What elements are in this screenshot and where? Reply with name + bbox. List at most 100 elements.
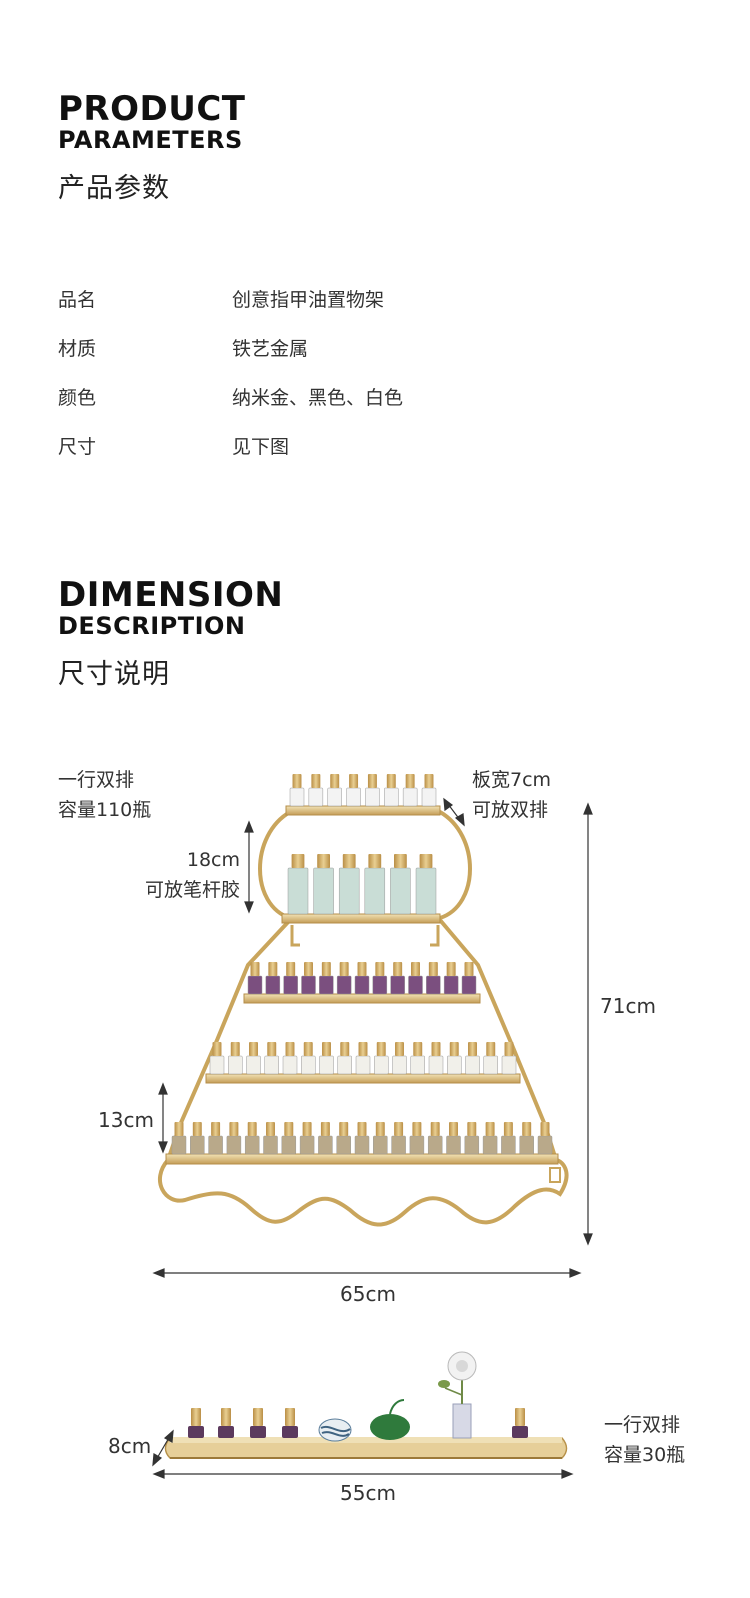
nail-polish-bottle [421, 774, 437, 807]
small-rack [152, 1351, 574, 1479]
nail-polish-bottle [465, 1042, 480, 1075]
param-value: 创意指甲油置物架 [232, 289, 385, 311]
wall-bracket-left [290, 925, 300, 947]
dimension-lines [152, 797, 593, 1278]
board-width-line2: 可放双排 [472, 799, 549, 821]
capacity-line2: 容量110瓶 [58, 799, 152, 821]
nail-polish-bottle [373, 1122, 388, 1155]
nail-polish-bottle [390, 962, 405, 995]
param-value: 铁艺金属 [232, 338, 309, 360]
dimension-title-line2: DESCRIPTION [58, 612, 246, 640]
nail-polish-bottle [283, 962, 298, 995]
nail-polish-bottle [336, 962, 352, 995]
param-row-size: 尺寸 见下图 [58, 432, 558, 481]
nail-polish-bottle [372, 962, 388, 995]
nail-polish-bottle [443, 962, 459, 995]
product-title-cn: 产品参数 [58, 173, 170, 204]
nail-polish-bottle [338, 854, 360, 915]
small-capacity-note: 一行双排 容量30瓶 [604, 1410, 685, 1470]
param-label: 尺寸 [58, 436, 97, 458]
param-row-material: 材质 铁艺金属 [58, 334, 558, 383]
product-title-en: PRODUCT PARAMETERS [58, 92, 245, 152]
nail-polish-bottle [313, 854, 334, 915]
nail-polish-bottle [446, 1122, 461, 1155]
width-label: 65cm [340, 1282, 396, 1306]
nail-polish-bottle [374, 1042, 389, 1075]
nail-polish-bottle [188, 1408, 204, 1438]
nail-polish-bottle [318, 1122, 333, 1155]
param-row-name: 品名 创意指甲油置物架 [58, 285, 558, 334]
nail-polish-bottle [308, 774, 324, 807]
height-label: 71cm [600, 994, 656, 1018]
nail-polish-bottle [464, 1122, 480, 1155]
product-title-line1: PRODUCT [58, 89, 246, 129]
nail-polish-bottle [208, 1122, 223, 1155]
gap-note: 18cm 可放笔杆胶 [130, 845, 240, 905]
nail-polish-bottle [246, 1042, 261, 1075]
capacity-note: 一行双排 容量110瓶 [58, 765, 151, 825]
nail-polish-bottle [247, 962, 263, 995]
nail-polish-bottle [346, 774, 361, 807]
nail-polish-bottle [410, 1042, 425, 1075]
nail-polish-bottle [282, 1408, 298, 1438]
nail-polish-bottle [319, 1042, 334, 1075]
param-table: 品名 创意指甲油置物架 材质 铁艺金属 颜色 纳米金、黑色、白色 尺寸 见下图 [58, 285, 558, 481]
nail-polish-bottle [264, 1042, 279, 1075]
nail-polish-bottle [301, 962, 316, 995]
nail-polish-bottle [281, 1122, 297, 1155]
nail-polish-bottle [461, 962, 477, 995]
param-value: 纳米金、黑色、白色 [232, 387, 404, 409]
nail-polish-bottle [364, 854, 386, 915]
nail-polish-bottle [327, 774, 342, 807]
nail-polish-bottle [483, 1042, 498, 1075]
nail-polish-bottle [218, 1408, 234, 1438]
param-label: 材质 [58, 338, 97, 360]
capacity-line1: 一行双排 [58, 769, 135, 791]
nail-polish-bottle [447, 1042, 462, 1075]
nail-polish-bottle [171, 1122, 187, 1155]
param-label: 颜色 [58, 387, 97, 409]
nail-polish-bottle [384, 774, 399, 807]
nail-polish-bottle [415, 854, 437, 915]
bottle-group [171, 774, 553, 1155]
nail-polish-bottle [519, 1122, 534, 1155]
nail-polish-bottle [337, 1042, 352, 1075]
nail-polish-bottle [265, 962, 281, 995]
gap-value: 18cm [186, 849, 240, 871]
nail-polish-bottle [301, 1042, 316, 1075]
nail-polish-bottle [190, 1122, 205, 1155]
param-value: 见下图 [232, 436, 290, 458]
small-width-label: 55cm [340, 1481, 396, 1505]
nail-polish-bottle [409, 1122, 425, 1155]
dimension-title-cn: 尺寸说明 [58, 659, 170, 690]
nail-polish-bottle [365, 774, 380, 807]
nail-polish-bottle [319, 962, 334, 995]
nail-polish-bottle [355, 1042, 371, 1075]
nail-polish-bottle [336, 1122, 351, 1155]
small-bottle-group [188, 1408, 528, 1438]
nail-polish-bottle [482, 1122, 498, 1155]
nail-polish-bottle [391, 1122, 406, 1155]
nail-polish-bottle [289, 774, 305, 807]
board-width-note: 板宽7cm 可放双排 [472, 765, 551, 825]
nail-polish-bottle [228, 1042, 243, 1075]
nail-polish-bottle [354, 962, 370, 995]
nail-polish-bottle [501, 1042, 517, 1075]
nail-polish-bottle [226, 1122, 242, 1155]
nail-polish-bottle [299, 1122, 315, 1155]
nail-polish-bottle [263, 1122, 278, 1155]
nail-polish-bottle [390, 854, 411, 915]
nail-polish-bottle [428, 1042, 444, 1075]
wall-bracket-right [430, 925, 440, 947]
nail-polish-bottle [408, 962, 423, 995]
nail-polish-bottle [501, 1122, 516, 1155]
tier-gap-label: 13cm [98, 1108, 154, 1132]
nail-polish-bottle [209, 1042, 225, 1075]
param-row-color: 颜色 纳米金、黑色、白色 [58, 383, 558, 432]
nail-polish-bottle [427, 1122, 443, 1155]
small-capacity-line1: 一行双排 [604, 1414, 681, 1436]
nail-polish-bottle [426, 962, 441, 995]
board-width-line1: 板宽7cm [472, 769, 552, 791]
small-depth-label: 8cm [108, 1434, 152, 1458]
nail-polish-bottle [354, 1122, 370, 1155]
